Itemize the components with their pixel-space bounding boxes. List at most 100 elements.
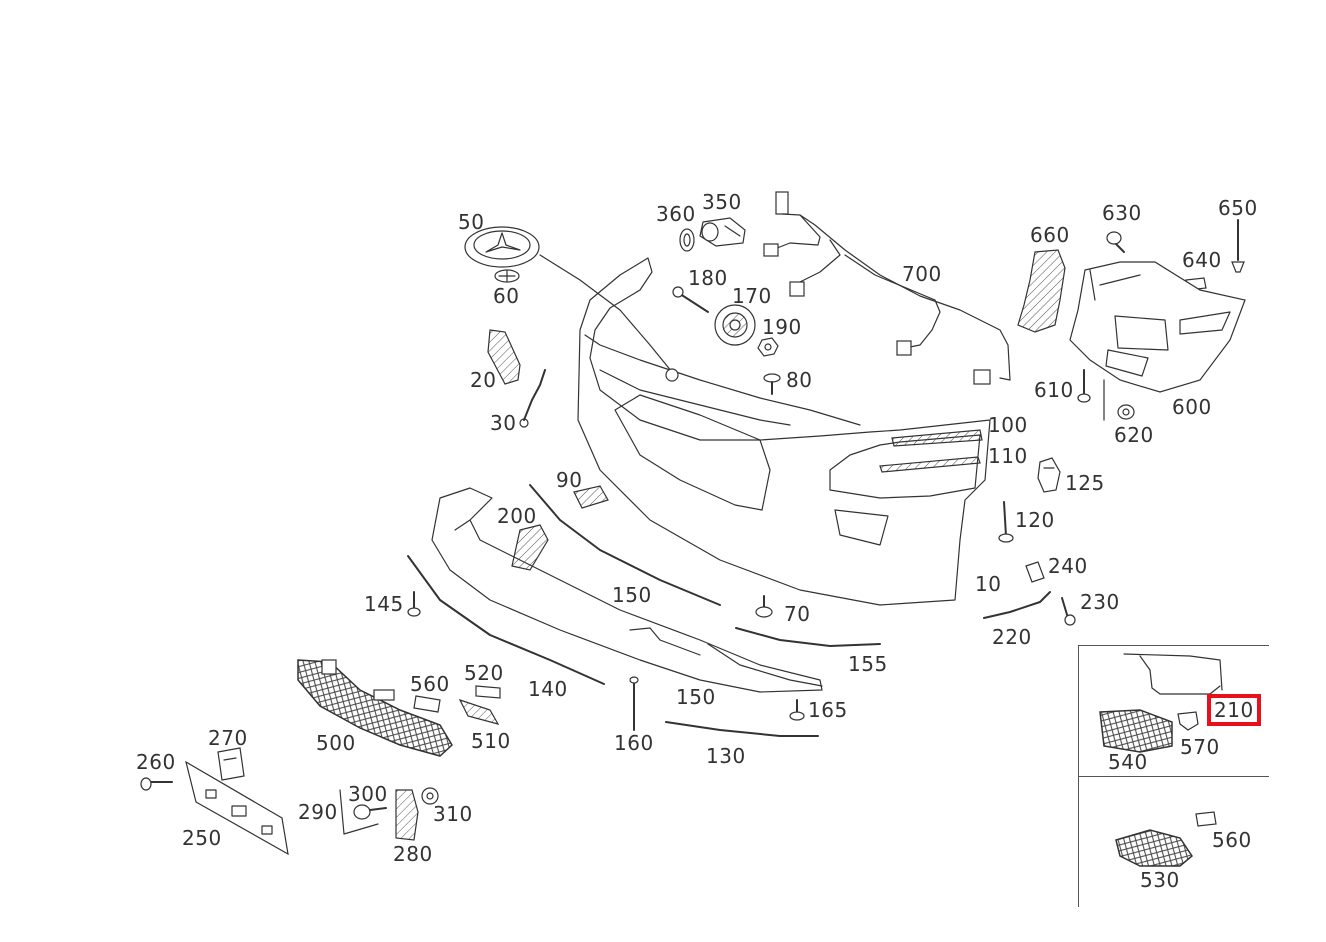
label-570[interactable]: 570 [1180, 735, 1220, 759]
part-130-trim-strip[interactable] [665, 721, 819, 737]
part-145-screw[interactable] [407, 591, 421, 617]
label-640[interactable]: 640 [1182, 248, 1222, 272]
part-190-nut[interactable] [757, 337, 779, 357]
label-100[interactable]: 100 [988, 413, 1028, 437]
label-130[interactable]: 130 [706, 744, 746, 768]
label-300[interactable]: 300 [348, 782, 388, 806]
label-230[interactable]: 230 [1080, 590, 1120, 614]
label-125[interactable]: 125 [1065, 471, 1105, 495]
label-140[interactable]: 140 [528, 677, 568, 701]
label-110[interactable]: 110 [988, 444, 1028, 468]
part-270-bracket[interactable] [217, 747, 245, 781]
label-530[interactable]: 530 [1140, 868, 1180, 892]
label-610[interactable]: 610 [1034, 378, 1074, 402]
part-610-screw[interactable] [1077, 369, 1091, 403]
label-180[interactable]: 180 [688, 266, 728, 290]
part-60-emblem-clip[interactable] [494, 269, 520, 283]
label-500[interactable]: 500 [316, 731, 356, 755]
label-155[interactable]: 155 [848, 652, 888, 676]
label-350[interactable]: 350 [702, 190, 742, 214]
part-100-trim-strip[interactable] [891, 429, 983, 447]
label-310[interactable]: 310 [433, 802, 473, 826]
part-150-trim-strip-upper[interactable] [529, 484, 721, 606]
part-230-screw[interactable] [1061, 597, 1076, 626]
part-500-lower-grille[interactable] [297, 659, 453, 757]
part-700-wiring-harness[interactable] [763, 191, 1011, 385]
part-630-screw[interactable] [1106, 231, 1125, 253]
label-150-lower[interactable]: 150 [676, 685, 716, 709]
part-560-clip-inset[interactable] [1195, 811, 1217, 827]
part-530-air-vent-trim[interactable] [1115, 829, 1193, 867]
part-110-trim-strip[interactable] [879, 456, 981, 473]
part-180-bolt[interactable] [672, 286, 709, 313]
label-220[interactable]: 220 [992, 625, 1032, 649]
part-250-license-plate-holder[interactable] [185, 760, 289, 856]
label-280[interactable]: 280 [393, 842, 433, 866]
label-50[interactable]: 50 [458, 210, 485, 234]
part-520-clip[interactable] [475, 685, 501, 699]
part-360-grommet[interactable] [679, 228, 695, 252]
label-270[interactable]: 270 [208, 726, 248, 750]
part-600-bumper-side[interactable] [1069, 261, 1246, 393]
part-160-rivet[interactable] [629, 676, 639, 731]
part-540-grille-insert[interactable] [1099, 709, 1173, 753]
part-170-sensor-holder[interactable] [714, 304, 756, 346]
label-145[interactable]: 145 [364, 592, 404, 616]
label-700[interactable]: 700 [902, 262, 942, 286]
part-140-trim-strip[interactable] [407, 555, 605, 685]
part-620-grommet[interactable] [1117, 404, 1135, 420]
label-650[interactable]: 650 [1218, 196, 1258, 220]
label-160[interactable]: 160 [614, 731, 654, 755]
label-360[interactable]: 360 [656, 202, 696, 226]
label-210-selected[interactable]: 210 [1207, 694, 1261, 726]
label-290[interactable]: 290 [298, 800, 338, 824]
label-560-lower[interactable]: 560 [410, 672, 450, 696]
part-155-trim-strip[interactable] [735, 627, 881, 647]
part-300-bolt[interactable] [353, 804, 387, 820]
part-150-trim-strip-lower[interactable] [707, 643, 823, 687]
label-200[interactable]: 200 [497, 504, 537, 528]
part-30-hose[interactable] [523, 369, 546, 421]
label-250[interactable]: 250 [182, 826, 222, 850]
label-90[interactable]: 90 [556, 468, 583, 492]
label-660[interactable]: 660 [1030, 223, 1070, 247]
label-20[interactable]: 20 [470, 368, 497, 392]
part-50-star-emblem[interactable] [464, 226, 540, 268]
part-20-bracket[interactable] [487, 329, 521, 385]
part-200-bracket[interactable] [511, 524, 549, 571]
part-570-clip[interactable] [1177, 711, 1199, 731]
part-290-rod[interactable] [339, 789, 345, 835]
label-540[interactable]: 540 [1108, 750, 1148, 774]
label-150-upper[interactable]: 150 [612, 583, 652, 607]
label-190[interactable]: 190 [762, 315, 802, 339]
label-120[interactable]: 120 [1015, 508, 1055, 532]
part-210-air-intake-trim[interactable] [1123, 653, 1223, 695]
label-30[interactable]: 30 [490, 411, 517, 435]
part-350-parking-sensor[interactable] [699, 217, 746, 247]
part-660-side-bracket[interactable] [1017, 249, 1066, 333]
label-620[interactable]: 620 [1114, 423, 1154, 447]
part-80-screw[interactable] [763, 373, 781, 395]
label-165[interactable]: 165 [808, 698, 848, 722]
part-220-trim-strip[interactable] [983, 591, 1051, 619]
label-70[interactable]: 70 [784, 602, 811, 626]
part-120-screw[interactable] [998, 501, 1014, 543]
label-240[interactable]: 240 [1048, 554, 1088, 578]
label-260[interactable]: 260 [136, 750, 176, 774]
label-630[interactable]: 630 [1102, 201, 1142, 225]
label-60[interactable]: 60 [493, 284, 520, 308]
label-510[interactable]: 510 [471, 729, 511, 753]
part-125-clip[interactable] [1037, 457, 1061, 493]
part-240-clip[interactable] [1025, 561, 1045, 583]
label-560-inset[interactable]: 560 [1212, 828, 1252, 852]
part-280-bracket[interactable] [395, 789, 419, 841]
part-70-screw[interactable] [755, 595, 773, 618]
part-260-bolt[interactable] [140, 777, 173, 791]
label-600[interactable]: 600 [1172, 395, 1212, 419]
part-165-screw[interactable] [789, 699, 805, 721]
part-90-clip[interactable] [573, 485, 609, 509]
part-650-rivet[interactable] [1231, 219, 1245, 273]
label-520[interactable]: 520 [464, 661, 504, 685]
label-10[interactable]: 10 [975, 572, 1002, 596]
part-310-nut[interactable] [421, 787, 439, 805]
